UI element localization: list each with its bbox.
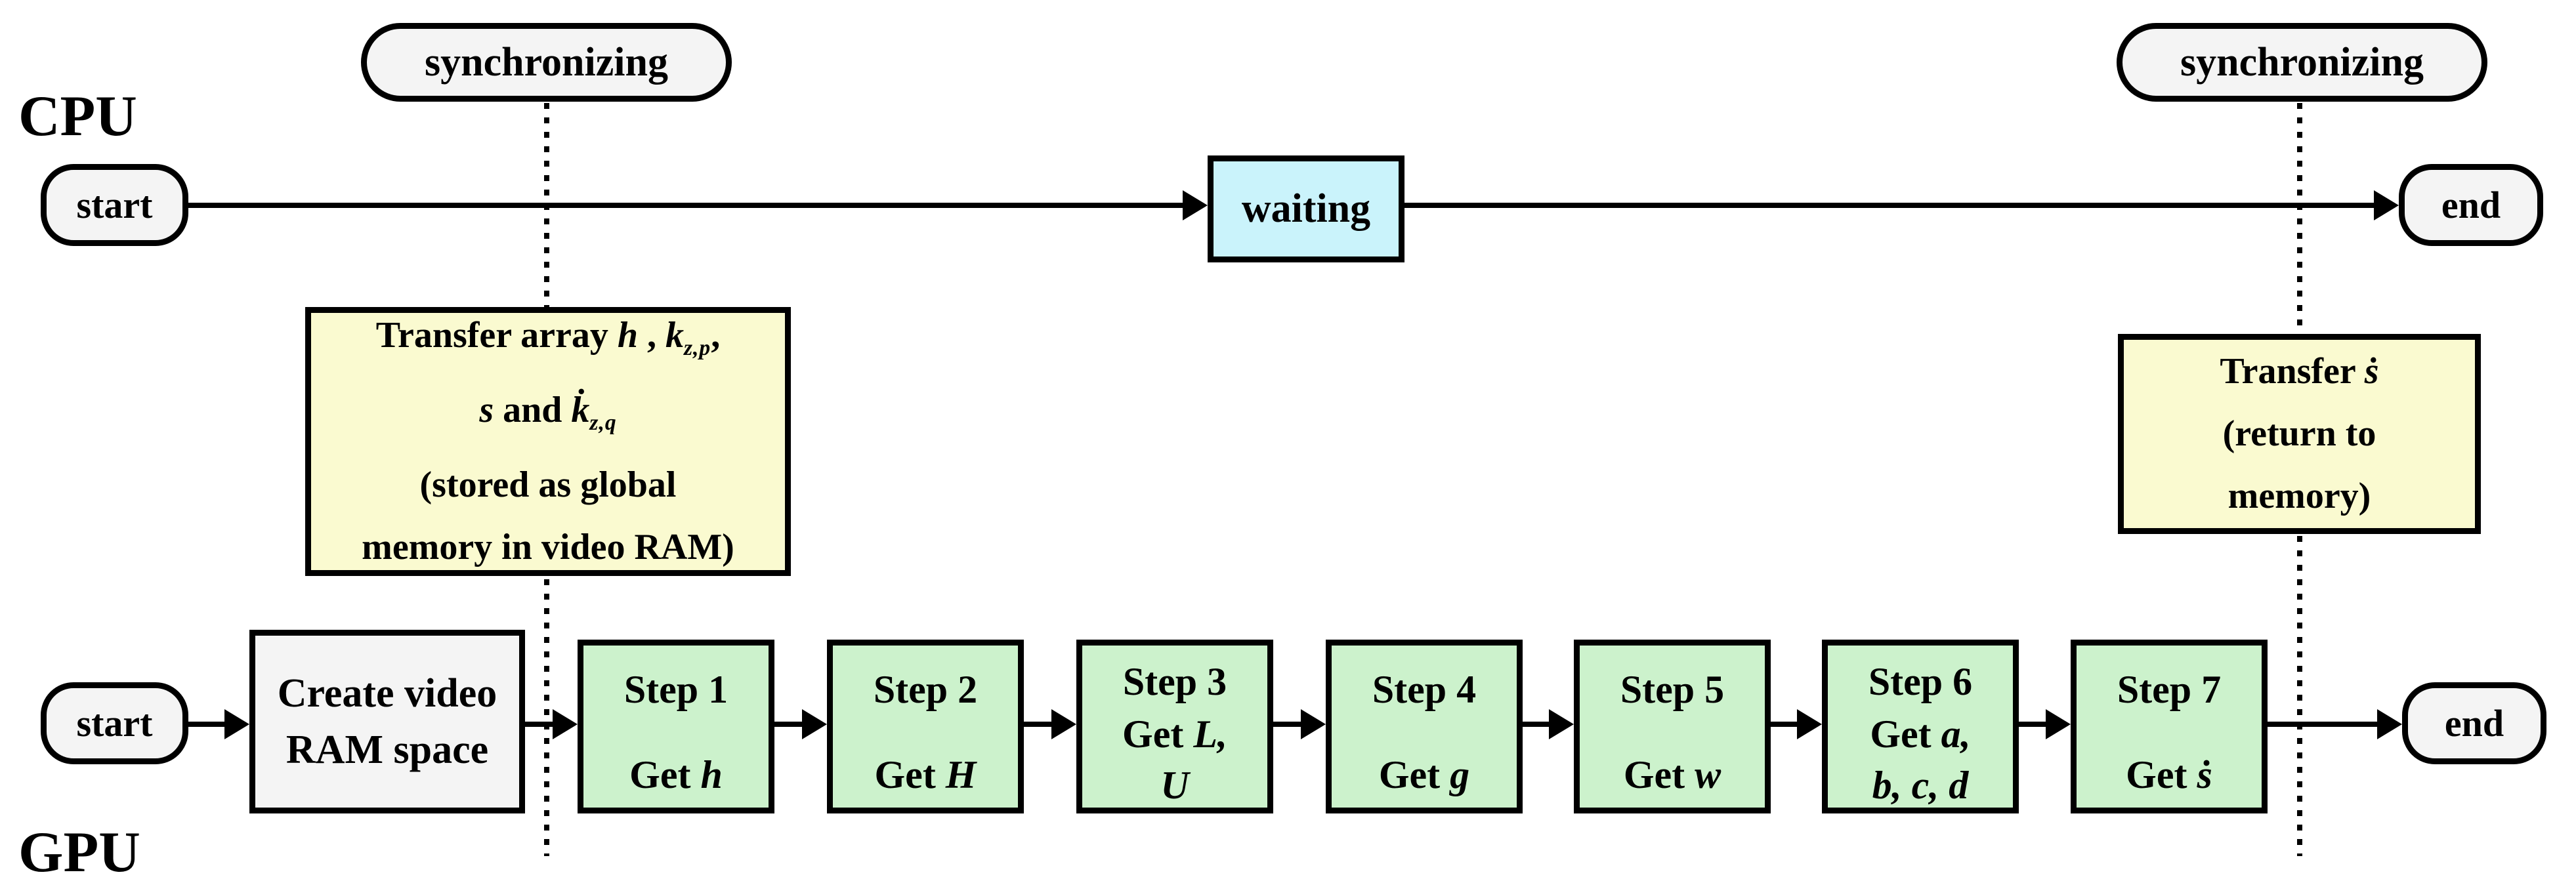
sync-node-right: synchronizing [2117, 23, 2487, 102]
sync-label: synchronizing [425, 39, 668, 85]
end-label: end [2444, 702, 2504, 745]
step-box-7: Step 7 Get ṡ [2071, 640, 2268, 813]
gpu-flow-arrow-6 [1523, 709, 1574, 739]
gpu-lane-label: GPU [18, 821, 140, 883]
gpu-start-node: start [41, 682, 188, 764]
transfer-out-line-3: memory) [2228, 476, 2371, 516]
transfer-to-gpu-box: Transfer array h , kz,p, s and k̇z,q (st… [305, 307, 791, 576]
waiting-box: waiting [1208, 155, 1404, 262]
transfer-in-line-2: s and k̇z,q [479, 390, 617, 435]
transfer-in-line-3: (stored as global [419, 464, 677, 505]
cpu-end-node: end [2399, 164, 2543, 246]
end-label: end [2441, 184, 2501, 226]
cpu-flow-arrow-start-to-waiting [188, 190, 1208, 220]
waiting-label: waiting [1241, 186, 1371, 231]
start-label: start [76, 184, 153, 226]
step-box-5: Step 5 Get w [1574, 640, 1771, 813]
gpu-flow-arrow-9 [2268, 709, 2402, 739]
gpu-flow-arrow-7 [1771, 709, 1822, 739]
step-box-3: Step 3 Get L, U [1076, 640, 1273, 813]
gpu-flow-arrow-3 [774, 709, 827, 739]
cpu-start-node: start [41, 164, 188, 246]
cpu-lane-label: CPU [18, 85, 137, 148]
gpu-flow-arrow-5 [1273, 709, 1326, 739]
gpu-flow-arrow-8 [2019, 709, 2071, 739]
create-video-ram-box: Create video RAM space [249, 630, 525, 813]
transfer-out-line-2: (return to [2222, 413, 2376, 454]
gpu-end-node: end [2402, 682, 2546, 764]
transfer-in-line-4: memory in video RAM) [362, 526, 734, 567]
step-box-2: Step 2 Get H [827, 640, 1024, 813]
transfer-in-line-1: Transfer array h , kz,p, [375, 315, 721, 360]
sync-node-left: synchronizing [361, 23, 732, 102]
start-label: start [76, 702, 153, 745]
gpu-flow-arrow-2 [525, 709, 578, 739]
transfer-to-cpu-box: Transfer ṡ (return to memory) [2118, 334, 2481, 534]
step-box-4: Step 4 Get g [1326, 640, 1523, 813]
sync-label: synchronizing [2180, 39, 2424, 85]
gpu-flow-arrow-1 [188, 709, 249, 739]
cpu-flow-arrow-waiting-to-end [1404, 190, 2399, 220]
step-box-1: Step 1 Get h [578, 640, 774, 813]
step-box-6: Step 6 Get a, b, c, d [1822, 640, 2019, 813]
gpu-flow-arrow-4 [1024, 709, 1076, 739]
transfer-out-line-1: Transfer ṡ [2220, 351, 2379, 392]
